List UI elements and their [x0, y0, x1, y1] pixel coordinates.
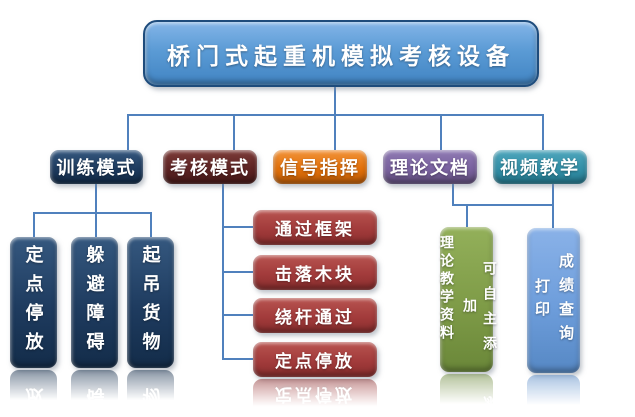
connector-training-trunk [95, 184, 97, 214]
connector-drop-training [127, 114, 129, 151]
connector-drop-theory-child [466, 204, 468, 228]
node-pass-frame-label: 通过框架 [275, 220, 355, 239]
node-theory-docs: 理论文档 [383, 150, 477, 184]
connector-drop-theory [440, 114, 442, 151]
connector-drop-exam [233, 114, 235, 151]
node-knock-down-blocks-label: 击落木块 [275, 265, 355, 284]
node-signal-command-label: 信号指挥 [280, 158, 360, 178]
reflection-score-query-print: 打印 成绩查询 [527, 375, 580, 417]
connector-elbow-exam-child-1 [222, 226, 253, 228]
connector-drop-video [542, 114, 544, 151]
node-signal-command: 信号指挥 [273, 150, 367, 184]
node-exam-mode-label: 考核模式 [170, 158, 250, 178]
connector-drop-video-child [552, 204, 554, 229]
node-video-teaching-label: 视频教学 [500, 158, 580, 178]
connector-drop-training-child-3 [150, 212, 152, 238]
connector-theory-stub [452, 184, 454, 206]
node-avoid-obstacles-label: 躲避障碍 [84, 244, 105, 361]
score-print-column-right: 成绩查询 [557, 252, 573, 349]
node-fixed-point-parking: 定点停放 [10, 237, 57, 368]
root-node: 桥门式起重机模拟考核设备 [143, 20, 539, 87]
theory-materials-column-left: 理论教学资料 [438, 235, 453, 343]
reflection-lift-cargo: 起吊货物 [127, 370, 174, 412]
node-around-pole: 绕杆通过 [253, 298, 377, 333]
node-exam-mode: 考核模式 [163, 150, 257, 184]
connector-elbow-exam-child-4 [222, 358, 253, 360]
theory-materials-column-right: 可自主添加 [461, 260, 496, 361]
connector-root-trunk [334, 83, 336, 115]
node-training-mode-label: 训练模式 [56, 158, 137, 178]
connector-elbow-exam-child-3 [222, 314, 253, 316]
node-around-pole-label: 绕杆通过 [275, 308, 355, 327]
node-knock-down-blocks: 击落木块 [253, 255, 377, 290]
node-fixed-point-parking-exam: 定点停放 [253, 342, 377, 377]
node-lift-cargo-label: 起吊货物 [140, 244, 161, 361]
node-fixed-point-parking-exam-label: 定点停放 [275, 352, 355, 371]
node-theory-docs-label: 理论文档 [390, 158, 470, 178]
node-fixed-point-parking-label: 定点停放 [23, 244, 44, 361]
node-theory-materials-columns: 理论教学资料 可自主添加 [438, 227, 496, 372]
reflection-avoid-obstacles: 躲避障碍 [71, 370, 118, 412]
reflection-fixed-point-parking: 定点停放 [10, 370, 57, 412]
connector-elbow-exam-child-2 [222, 271, 253, 273]
node-pass-frame: 通过框架 [253, 210, 377, 245]
root-node-label: 桥门式起重机模拟考核设备 [167, 43, 515, 69]
connector-video-stub [552, 184, 554, 206]
node-training-mode: 训练模式 [50, 150, 143, 184]
node-video-teaching: 视频教学 [493, 150, 587, 184]
connector-drop-training-child-1 [33, 212, 35, 238]
node-score-query-print-columns: 打印 成绩查询 [527, 228, 580, 373]
node-avoid-obstacles: 躲避障碍 [71, 237, 118, 368]
reflection-theory-materials: 理论教学资料 可自主添加 [440, 374, 493, 416]
connector-right-bus [452, 204, 554, 206]
connector-drop-signal [334, 114, 336, 151]
reflection-fixed-point-parking-exam: 定点停放 [253, 379, 377, 417]
node-lift-cargo: 起吊货物 [127, 237, 174, 368]
node-score-query-print: 打印 成绩查询 [527, 228, 580, 373]
node-theory-materials: 理论教学资料 可自主添加 [438, 227, 496, 372]
connector-training-bus [33, 212, 151, 214]
connector-drop-training-child-2 [95, 212, 97, 238]
score-print-column-left: 打印 [533, 277, 549, 324]
